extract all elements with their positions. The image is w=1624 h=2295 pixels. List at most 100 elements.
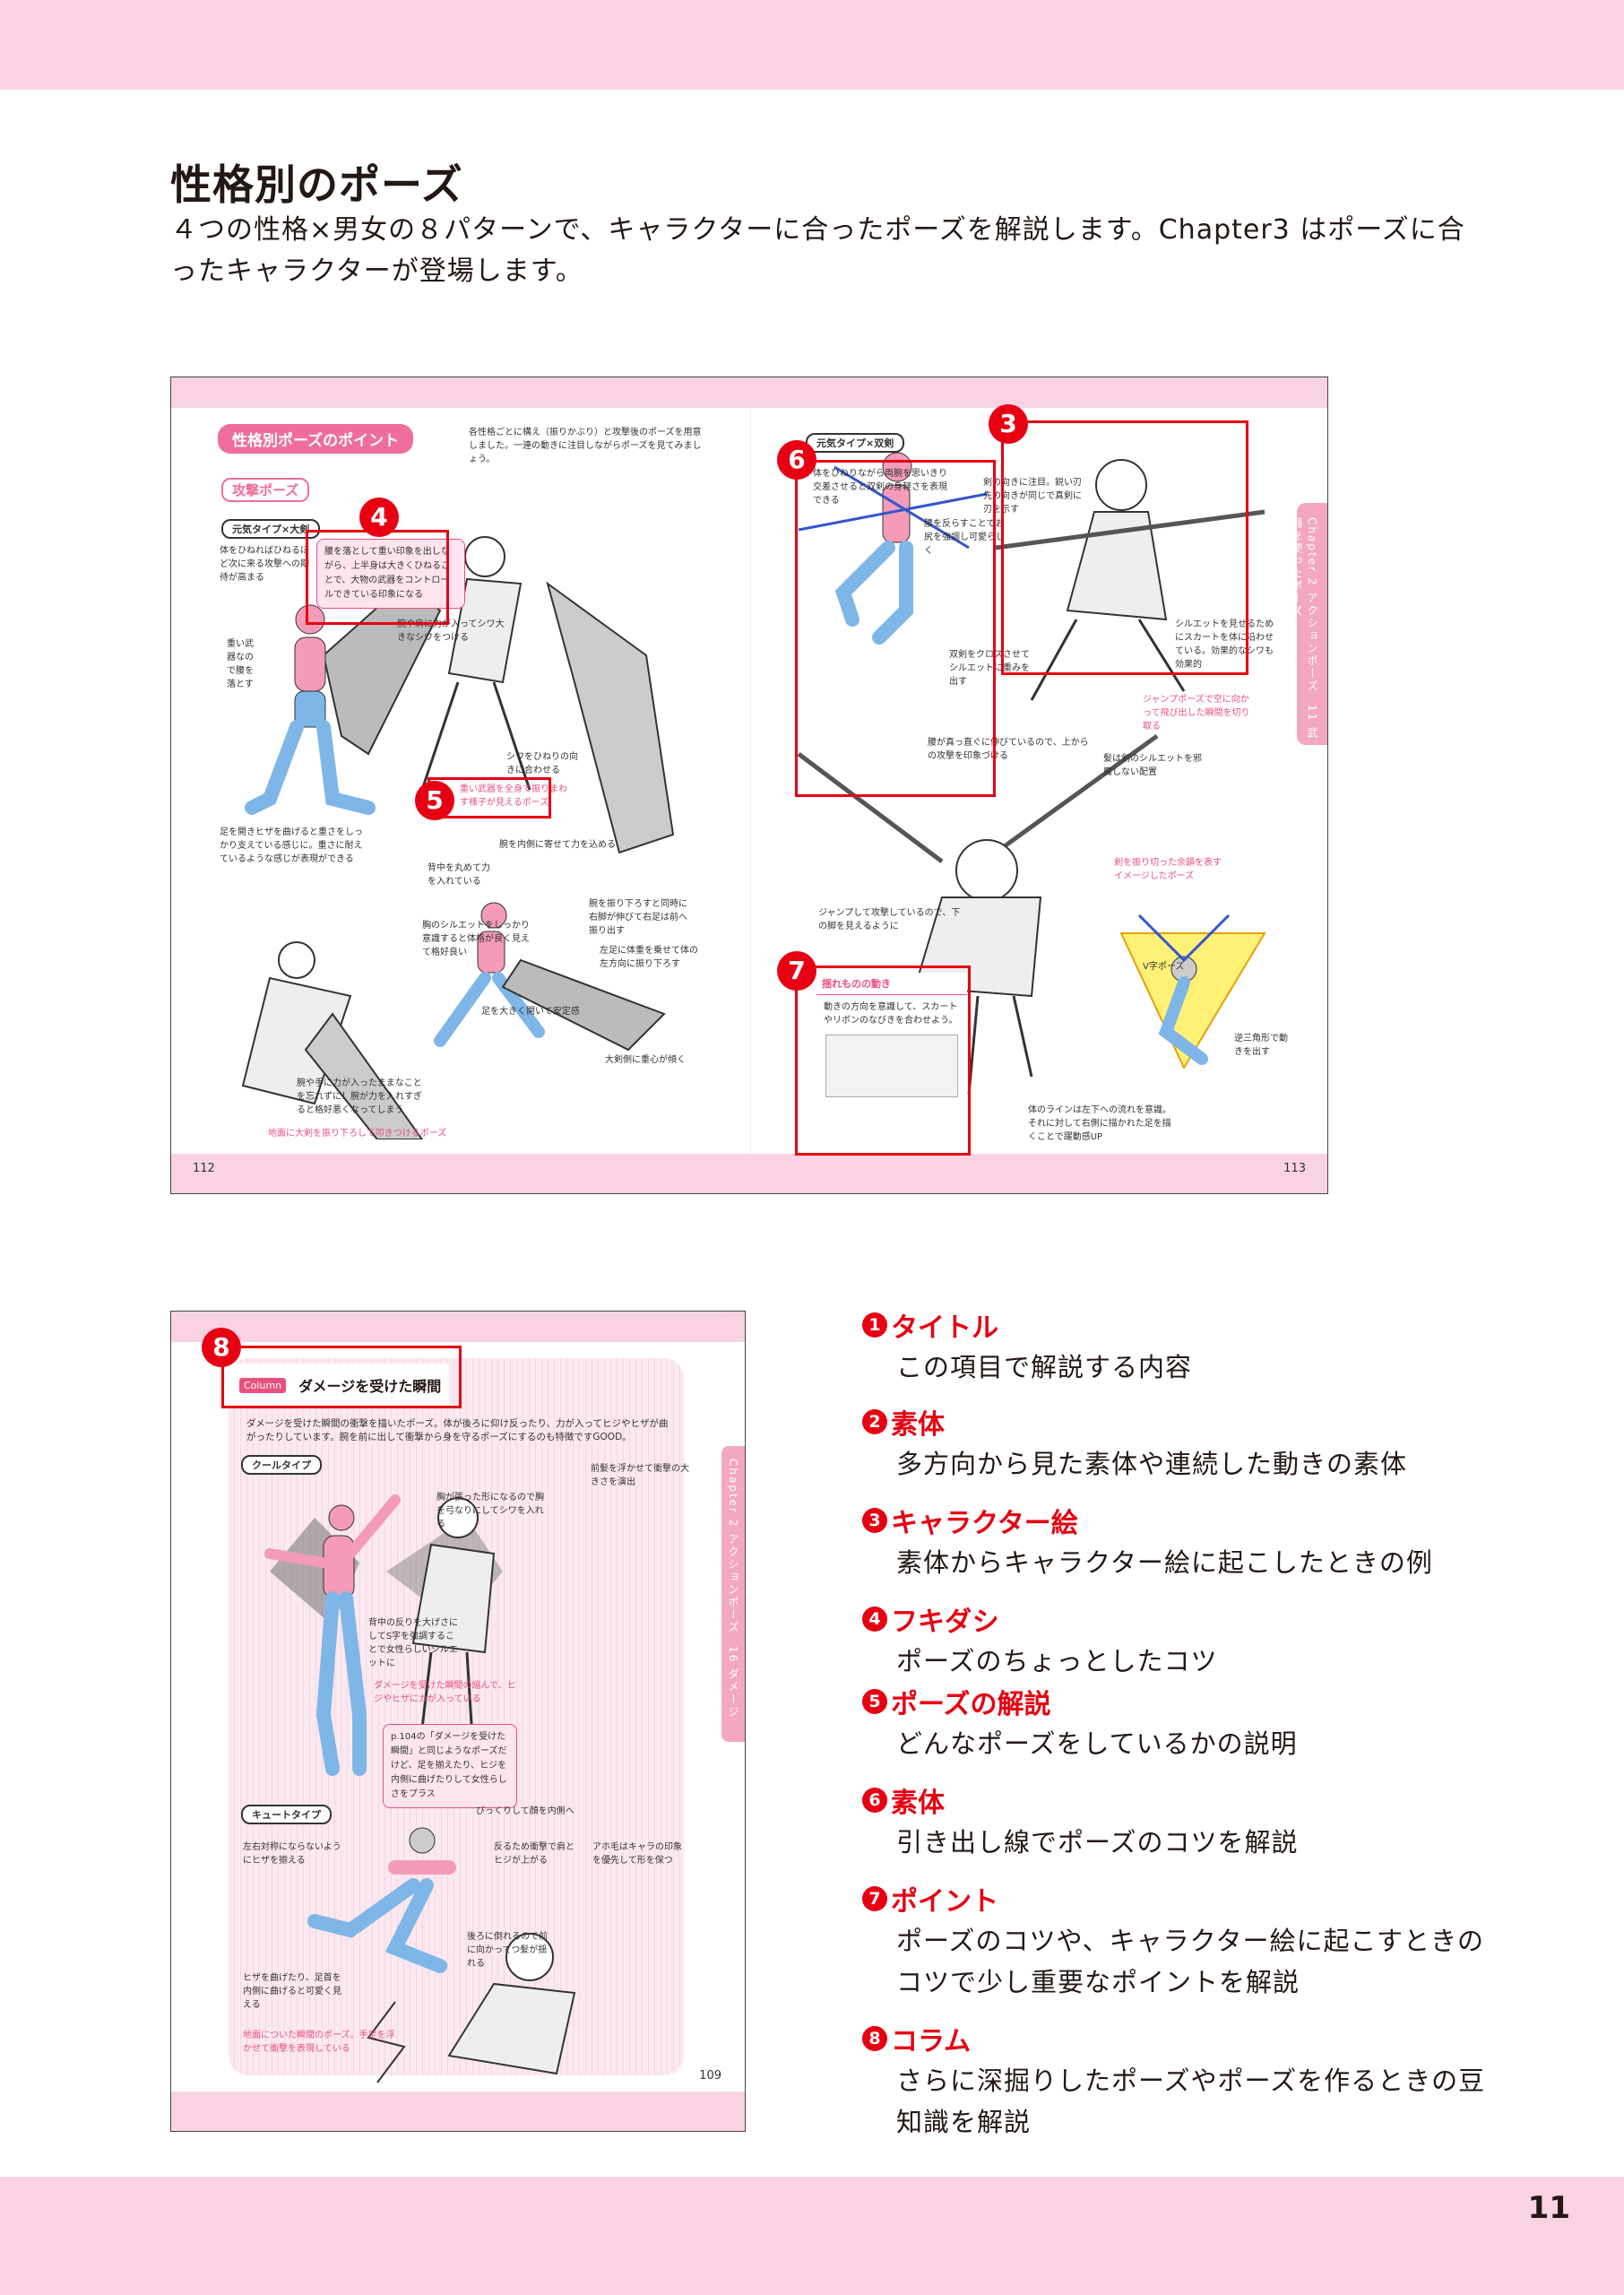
greatsword-character-1 (420, 536, 675, 854)
caption-4: 腕や肩に力が入ってシワ大きなシワをつける (397, 619, 505, 643)
spread-gutter (750, 408, 751, 1156)
caption-20: ジャンプポーズで空に向かって飛び出した瞬間を切り取る (1143, 695, 1250, 732)
type-label-right: 元気タイプ×双剣 (806, 433, 905, 453)
column-top-bar (171, 1312, 745, 1342)
caption-17: 腰を反らすことでお尻を強調し可愛らしく (924, 519, 1005, 556)
callout-box-4 (306, 530, 449, 625)
column-caption-10: ヒザを曲げたり、足首を内側に曲げると可愛く見える (243, 1973, 341, 2010)
legend-num-7: 7 (862, 1886, 887, 1911)
pose-note-5: 重い武器を全身で振りまわす様子が見えるポーズ (460, 784, 567, 808)
type-label-left: 元気タイプ×大剣 (221, 519, 321, 539)
spread-top-bar (171, 377, 1327, 408)
caption-10: 左足に体重を乗せて体の左方向に振り下ろす (600, 946, 698, 969)
callout-box-3 (1001, 420, 1248, 675)
legend-label-5: ポーズの解説 (891, 1689, 1051, 1720)
top-band (0, 0, 1624, 90)
column-type-label-1: クールタイプ (241, 1455, 322, 1475)
dual-sword-character (995, 459, 1266, 701)
caption-23: 剣を振り切った余韻を表すイメージしたポーズ (1114, 858, 1222, 881)
chapter-tab-chapter: Chapter 2 アクションポーズ (1306, 517, 1318, 693)
legend-label-3: キャラクター絵 (891, 1508, 1078, 1539)
caption-12: 大剣側に重心が傾く (605, 1055, 686, 1065)
damage-pose-illustrations (264, 1494, 576, 2083)
legend-num-1: 1 (862, 1312, 887, 1338)
caption-3: 足を開きヒザを曲げると重さをしっかり支えている感じに。重さに耐えているような感じ… (220, 827, 363, 864)
legend-desc-2: 多方向から見た素体や連続した動きの素体 (896, 1449, 1408, 1479)
callout-badge-6: 6 (777, 440, 816, 480)
caption-26: 逆三角形で動きを出す (1234, 1034, 1288, 1057)
legend-num-5: 5 (862, 1689, 887, 1714)
callout-badge-8: 8 (202, 1328, 241, 1367)
caption-19: シルエットを見せるためにスカートを体に沿わせている。効果的なシワも効果的 (1175, 619, 1274, 670)
callout-badge-7: 7 (777, 951, 816, 991)
column-tag: Column (239, 1378, 287, 1393)
chapter-tab-section: 11 武器を使ったポーズ (1291, 517, 1318, 740)
caption-7: 背中を丸めて力を入れている (428, 863, 490, 887)
caption-2: 重い武器なので腰を落とす (227, 639, 254, 689)
legend-num-6: 6 (862, 1788, 887, 1813)
caption-21: 腰が真っ直ぐに伸びているので、上からの攻撃を印象づける (928, 738, 1089, 761)
caption-11: 足を大きく開いて安定感 (481, 1007, 580, 1017)
column-title: ダメージを受けた瞬間 (298, 1378, 442, 1395)
spread-intro: 各性格ごとに構え（振りかぶり）と攻撃後のポーズを用意しました。一連の動きに注目し… (469, 428, 702, 464)
caption-27: 体のラインは左下への流れを意識。それに対して右側に描かれた足を描くことで躍動感U… (1028, 1105, 1171, 1142)
sample-spread: 112 113 Chapter 2 アクションポーズ 11 武器を使ったポーズ … (170, 377, 1328, 1194)
caption-22: 髪は剣のシルエットを邪魔しない配置 (1103, 754, 1202, 777)
callout-box-8 (221, 1346, 462, 1408)
column-tab-chapter: Chapter 2 アクションポーズ (727, 1459, 739, 1634)
legend-label-7: ポイント (891, 1886, 998, 1918)
chapter-tab: Chapter 2 アクションポーズ 11 武器を使ったポーズ (1291, 503, 1327, 745)
legend-desc-1: この項目で解説する内容 (896, 1352, 1193, 1382)
legend-desc-4: ポーズのちょっとしたコツ (896, 1646, 1218, 1676)
point-7-box: 揺れものの動き 動きの方向を意識して、スカートやリボンのなびきを合わせよう。 (816, 973, 967, 1129)
legend-desc-5: どんなポーズをしているかの説明 (896, 1728, 1298, 1759)
caption-8: 腕を振り下ろすと同時に右脚が伸びて右足は前へ振り出す (589, 899, 687, 936)
legend-label-6: 素体 (891, 1788, 945, 1819)
legend-num-4: 4 (862, 1606, 887, 1632)
legend-label-4: フキダシ (891, 1606, 999, 1638)
caption-25: V字ポーズ (1143, 962, 1185, 972)
caption-13: 腕や手に力が入ったままなことを忘れずに！腕が力を入れすぎると格好悪くなってしまう (297, 1078, 422, 1115)
callout-box-7 (795, 966, 971, 1156)
caption-1: 体をひねればひねるほど次に来る攻撃への期待が高まる (220, 546, 309, 583)
column-chapter-tab: Chapter 2 アクションポーズ 16 ダメージ (721, 1446, 745, 1742)
page-title: 性格別のポーズ (170, 160, 463, 209)
sub-heading: 攻撃ポーズ (221, 478, 310, 502)
legend-label-8: コラム (891, 2026, 972, 2057)
legend-desc-7: ポーズのコツや、キャラクター絵に起こすときのコツで少し重要なポイントを解説 (896, 1926, 1484, 1997)
column-bottom-bar (171, 2091, 745, 2131)
legend-desc-3: 素体からキャラクター絵に起こしたときの例 (896, 1547, 1433, 1578)
column-tip-bubble: p.104の「ダメージを受けた瞬間」と同じようなポーズだけど、足を揃えたり、ヒジ… (383, 1724, 517, 1808)
legend-num-3: 3 (862, 1508, 887, 1533)
cute-character (367, 1933, 576, 2083)
column-caption-9: 後ろに倒れるので前に向かってつ髪が揺れる (467, 1932, 548, 1969)
column-intro: ダメージを受けた瞬間の衝撃を描いたポーズ。体が後ろに仰け反ったり、力が入ってヒジ… (246, 1418, 669, 1442)
greatsword-mannequin-2 (434, 902, 666, 1052)
caption-14: 地面に大剣を振り下ろして叩きつけるポーズ (268, 1129, 447, 1139)
column-sample-page: 109 Chapter 2 アクションポーズ 16 ダメージ Column ダメ… (170, 1311, 746, 2132)
caption-9: 胸のシルエットをしっかり意識すると体格が良く見えて格好良い (422, 921, 530, 957)
attack-pose-illustrations (241, 536, 675, 1139)
caption-24: ジャンプして攻撃しているので、下の脚を見えるように (818, 908, 961, 931)
caption-6: 腕を内側に寄せて力を込める (499, 840, 616, 850)
cool-character (386, 1497, 503, 1806)
column-page-number: 109 (699, 2069, 721, 2083)
column-caption-1: 前髪を浮かせて衝撃の大きさを演出 (591, 1464, 689, 1487)
callout-badge-3: 3 (989, 404, 1028, 444)
point-7-title: 揺れものの動き (816, 973, 967, 995)
skirt-detail-illustration (825, 1035, 958, 1097)
section-title-pill: 性格別ポーズのポイント (218, 424, 414, 454)
right-page-number: 113 (1283, 1162, 1306, 1175)
tip-bubble-4: 腰を落として重い印象を出しながら、上半身は大きくひねることで、大物の武器をコント… (316, 539, 465, 609)
lead-paragraph: ４つの性格×男女の８パターンで、キャラクターに合ったポーズを解説します。Chap… (170, 214, 1465, 287)
column-caption-7: 反るため衝撃で肩とヒジが上がる (494, 1842, 574, 1866)
callout-badge-4: 4 (359, 498, 399, 537)
column-background (229, 1358, 684, 2075)
